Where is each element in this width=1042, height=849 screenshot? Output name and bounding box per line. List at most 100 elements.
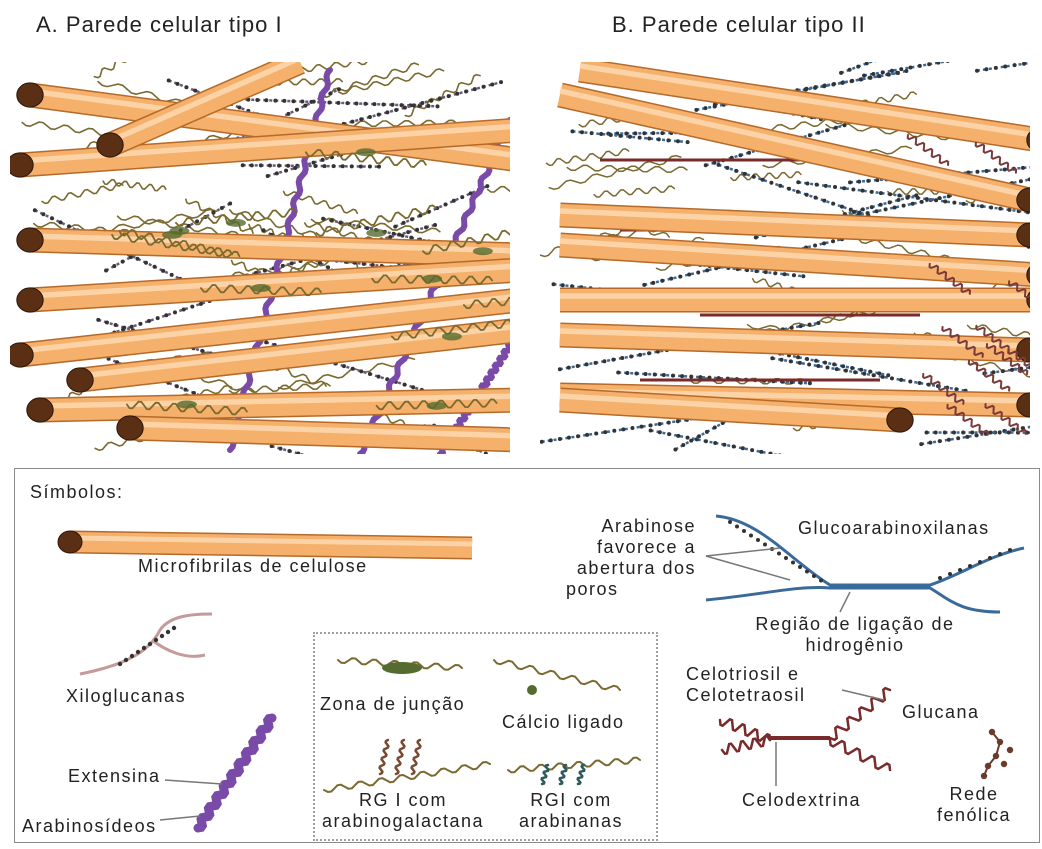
sugar-bead [816, 364, 820, 368]
sugar-bead [173, 310, 177, 314]
sugar-bead [651, 281, 655, 285]
sugar-bead [624, 131, 628, 135]
legend-heading: Símbolos: [30, 482, 124, 503]
sugar-bead [890, 52, 894, 56]
sugar-bead [853, 370, 857, 374]
sugar-bead [603, 430, 607, 434]
sugar-bead [787, 187, 791, 191]
sugar-bead [704, 106, 708, 110]
sugar-bead [796, 180, 800, 184]
sugar-bead [1003, 167, 1007, 171]
type-ii-cell-wall-illustration [540, 33, 1042, 459]
sugar-bead [861, 207, 865, 211]
sugar-bead [262, 228, 266, 232]
sugar-bead [851, 187, 855, 191]
rg1-arabinogalactan-line-1: RG I com [318, 790, 488, 811]
sugar-bead [138, 322, 142, 326]
sugar-bead [938, 439, 942, 443]
sugar-bead [341, 164, 345, 168]
microfibril-end [17, 83, 43, 107]
sugar-bead [823, 361, 827, 365]
sugar-bead [618, 134, 622, 138]
sugar-bead [808, 323, 812, 327]
sugar-bead [368, 372, 372, 376]
sugar-bead [561, 283, 565, 287]
sugar-bead [801, 274, 805, 278]
sugar-bead [680, 374, 684, 378]
sugar-bead [291, 99, 295, 103]
sugar-bead [492, 456, 496, 460]
sugar-bead [533, 282, 537, 286]
sugar-bead [176, 82, 180, 86]
sugar-bead [983, 53, 987, 57]
sugar-bead [965, 435, 969, 439]
sugar-bead [651, 131, 655, 135]
sugar-bead [241, 163, 245, 167]
sugar-bead [1037, 176, 1041, 180]
sugar-bead [411, 385, 415, 389]
arabinoside-label: Arabinosídeos [22, 816, 157, 837]
hbond-region-line-1: Região de ligação de [740, 614, 970, 635]
sugar-bead [1038, 392, 1042, 396]
sugar-bead [732, 445, 736, 449]
sugar-bead [834, 126, 838, 130]
sugar-bead [104, 269, 108, 273]
arabinose-note-line-1: Arabinose [566, 516, 696, 537]
sugar-bead [676, 139, 680, 143]
rg1-arabinogalactan-line-2: arabinogalactana [318, 811, 488, 832]
sugar-bead [228, 202, 232, 206]
sugar-bead [778, 453, 782, 457]
hbond-region-line-2: hidrogênio [740, 635, 970, 656]
sugar-bead [590, 131, 594, 135]
sugar-bead [638, 136, 642, 140]
sugar-bead [351, 367, 355, 371]
microfibril-end [7, 343, 33, 367]
sugar-bead [438, 96, 442, 100]
sugar-bead [671, 374, 675, 378]
sugar-bead [734, 169, 738, 173]
sugar-bead [902, 204, 906, 208]
sugar-bead [321, 217, 325, 221]
sugar-bead [770, 356, 774, 360]
sugar-bead [1022, 62, 1026, 66]
sugar-bead [842, 186, 846, 190]
junction-zone [226, 219, 246, 227]
extensin-label: Extensina [68, 766, 161, 787]
sugar-bead [916, 42, 920, 46]
sugar-bead [332, 461, 336, 465]
sugar-bead [938, 196, 942, 200]
sugar-bead [279, 447, 283, 451]
sugar-bead [372, 102, 376, 106]
sugar-bead [824, 184, 828, 188]
microfibril-end [27, 398, 53, 422]
sugar-bead [558, 367, 562, 371]
sugar-bead [182, 308, 186, 312]
sugar-bead [161, 269, 165, 273]
sugar-bead [928, 441, 932, 445]
sugar-bead [808, 381, 812, 385]
sugar-bead [934, 430, 938, 434]
sugar-bead [862, 372, 866, 376]
junction-zone [177, 400, 197, 408]
sugar-bead [704, 439, 708, 443]
sugar-bead [321, 158, 325, 162]
sugar-bead [722, 443, 726, 447]
sugar-bead [403, 106, 407, 110]
sugar-bead [796, 190, 800, 194]
type-i-cell-wall-illustration [7, 37, 601, 494]
glucan-label: Glucana [902, 702, 980, 723]
sugar-bead [752, 175, 756, 179]
sugar-bead [813, 86, 817, 90]
sugar-bead [647, 137, 651, 141]
sugar-bead [500, 459, 504, 463]
sugar-bead [264, 340, 268, 344]
sugar-bead [843, 123, 847, 127]
junction-zone [442, 332, 462, 340]
sugar-bead [377, 113, 381, 117]
sugar-bead [385, 110, 389, 114]
sugar-bead [363, 102, 367, 106]
cellotriosyl-label: Celotriosil e Celotetraosil [686, 664, 806, 706]
sugar-bead [295, 108, 299, 112]
sugar-bead [805, 193, 809, 197]
sugar-bead [985, 169, 989, 173]
